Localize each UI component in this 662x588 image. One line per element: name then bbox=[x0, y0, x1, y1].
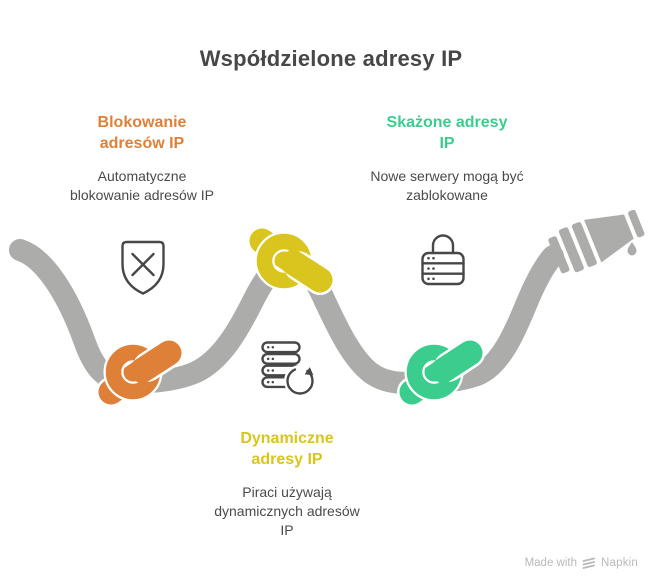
napkin-logo-icon bbox=[582, 557, 595, 569]
lock-dots bbox=[427, 256, 435, 281]
icons-layer bbox=[121, 234, 465, 397]
made-with-napkin-badge[interactable]: Made with Napkin bbox=[525, 557, 638, 569]
page-title: Współdzielone adresy IP bbox=[199, 46, 463, 71]
section-tainted-heading: Skażone adresy IP bbox=[386, 114, 508, 152]
section-blocking-body: Automatyczne blokowanie adresów IP bbox=[70, 168, 214, 203]
section-dynamic-heading: Dynamiczne adresy IP bbox=[240, 430, 334, 468]
server-dots bbox=[266, 346, 275, 384]
made-with-label: Made with bbox=[524, 557, 577, 569]
brand-label: Napkin bbox=[601, 557, 638, 569]
section-blocking: Blokowanie adresów IP Automatyczne bloko… bbox=[63, 112, 221, 205]
refresh-arc bbox=[286, 367, 314, 395]
server-refresh-icon bbox=[261, 341, 316, 397]
knot-blocking-icon bbox=[96, 338, 184, 407]
knot-tainted-icon bbox=[397, 338, 485, 407]
refresh-arrowhead bbox=[304, 367, 314, 376]
hose-nozzle bbox=[548, 209, 645, 274]
section-dynamic: Dynamiczne adresy IP Piraci używają dyna… bbox=[208, 428, 366, 540]
section-tainted-body: Nowe serwery mogą być zablokowane bbox=[370, 168, 524, 203]
section-blocking-heading: Blokowanie adresów IP bbox=[97, 114, 187, 152]
section-dynamic-body: Piraci używają dynamicznych adresów IP bbox=[214, 484, 360, 538]
refresh-halo bbox=[284, 365, 316, 397]
section-tainted: Skażone adresy IP Nowe serwery mogą być … bbox=[368, 112, 526, 205]
knot-dynamic-icon bbox=[247, 226, 335, 295]
server-lock-icon bbox=[421, 234, 465, 286]
water-drop-icon bbox=[627, 242, 637, 256]
shield-x-icon bbox=[121, 240, 165, 295]
